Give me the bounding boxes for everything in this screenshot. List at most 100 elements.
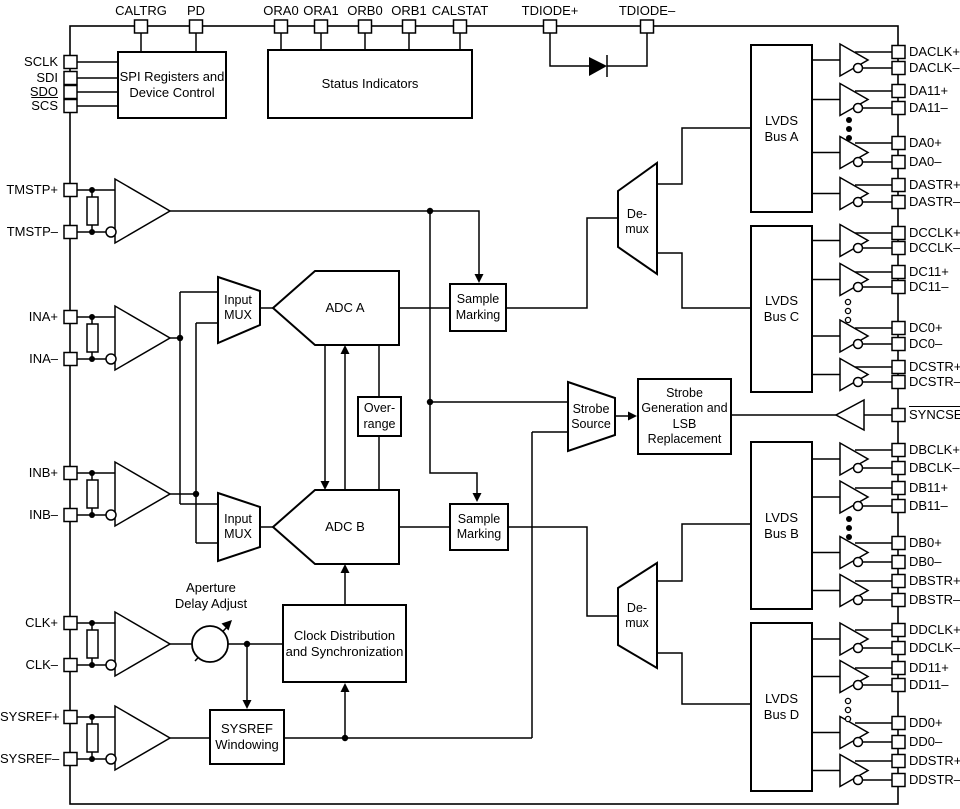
lvds-bus-a-block: LVDS Bus A <box>750 44 813 213</box>
pin-square <box>63 54 78 70</box>
pin-square <box>639 19 655 34</box>
pin-label-syncse: SYNCSE <box>909 407 960 422</box>
inverting-bubble-icon <box>852 196 864 208</box>
pin-label-dcclk-n: DCCLK– <box>909 240 960 255</box>
inverting-bubble-icon <box>105 753 117 765</box>
pin-square <box>891 715 906 731</box>
demux-top-label: De- mux <box>625 206 649 236</box>
clock-distribution-block: Clock Distribution and Synchronization <box>282 604 407 683</box>
pin-label-sysref-n: SYSREF– <box>0 751 60 766</box>
pin-square <box>891 677 906 693</box>
spi-registers-block: SPI Registers and Device Control <box>117 51 227 119</box>
inverting-bubble-icon <box>852 242 864 254</box>
adc-a-shape <box>271 270 400 346</box>
pin-label-daclk-p: DACLK+ <box>909 44 960 59</box>
inverting-bubble-icon <box>105 226 117 238</box>
pin-square <box>63 84 78 100</box>
pin-label-db11-p: DB11+ <box>909 480 949 495</box>
pin-square <box>133 19 149 34</box>
lvds-bus-c-block: LVDS Bus C <box>750 225 813 393</box>
pin-label-sdi: SDI <box>36 70 58 85</box>
pin-square <box>891 83 906 99</box>
pin-square <box>357 19 373 34</box>
pin-square <box>63 507 78 523</box>
inverting-bubble-icon <box>105 353 117 365</box>
pin-label-dcclk-p: DCCLK+ <box>909 225 960 240</box>
inverting-bubble-icon <box>852 102 864 114</box>
over-range-block: Over- range <box>357 396 402 437</box>
pin-label-dastr-p: DASTR+ <box>909 177 960 192</box>
syncse-input-buffer-icon <box>834 398 865 432</box>
pin-label-ddclk-n: DDCLK– <box>909 640 960 655</box>
pin-square <box>273 19 289 34</box>
inverting-bubble-icon <box>852 462 864 474</box>
pin-label-calstat: CALSTAT <box>431 3 489 18</box>
pin-label-dd11-n: DD11– <box>909 677 949 692</box>
pin-square <box>891 535 906 551</box>
pin-square <box>63 351 78 367</box>
strobe-net <box>615 414 892 417</box>
pin-label-ina-p: INA+ <box>28 309 58 324</box>
pin-square <box>891 622 906 638</box>
pin-square <box>63 657 78 673</box>
input-mux-b-label: Input MUX <box>224 511 252 541</box>
pin-label-tmstp-p: TMSTP+ <box>6 182 58 197</box>
sample-marking-b-block: Sample Marking <box>449 503 509 551</box>
inverting-bubble-icon <box>105 509 117 521</box>
pin-square <box>63 70 78 86</box>
inverting-bubble-icon <box>852 376 864 388</box>
inb-net <box>77 322 218 544</box>
inverting-bubble-icon <box>852 338 864 350</box>
termination-resistor-icon <box>86 323 99 353</box>
pin-label-sysref-p: SYSREF+ <box>0 709 60 724</box>
pin-square <box>891 194 906 210</box>
delay-adjust-icon <box>191 620 232 663</box>
pin-square <box>891 480 906 496</box>
pin-square <box>891 554 906 570</box>
pin-label-dc0-p: DC0+ <box>909 320 943 335</box>
pin-label-db0-p: DB0+ <box>909 535 942 550</box>
pin-label-ora1: ORA1 <box>303 3 339 18</box>
pin-square <box>63 182 78 198</box>
termination-resistor-icon <box>86 196 99 226</box>
core-shapes <box>217 161 658 670</box>
pin-label-dc11-p: DC11+ <box>909 264 949 279</box>
demux-top-shape <box>617 161 658 276</box>
pin-square <box>891 100 906 116</box>
pin-square <box>891 336 906 352</box>
ellipsis-dots <box>844 117 852 723</box>
strobe-generation-block: Strobe Generation and LSB Replacement <box>637 378 732 455</box>
pin-square <box>401 19 417 34</box>
pin-label-da0-p: DA0+ <box>909 135 942 150</box>
demux-nets <box>507 127 750 705</box>
pin-label-orb1: ORB1 <box>391 3 427 18</box>
pin-square <box>891 154 906 170</box>
pin-square <box>63 224 78 240</box>
inverting-bubble-icon <box>852 774 864 786</box>
pin-label-db0-n: DB0– <box>909 554 942 569</box>
pin-label-db11-n: DB11– <box>909 498 948 513</box>
termination-resistor-icon <box>86 723 99 753</box>
lvds-bus-b-block: LVDS Bus B <box>750 441 813 610</box>
adc-core-net <box>260 307 449 604</box>
input-buffer-icon <box>114 177 172 245</box>
pin-square <box>63 615 78 631</box>
pin-label-orb0: ORB0 <box>347 3 383 18</box>
pin-square <box>891 442 906 458</box>
pin-square <box>891 460 906 476</box>
output-buffer-icon <box>839 357 870 392</box>
input-buffer-icon <box>114 610 172 678</box>
pin-label-inb-n: INB– <box>29 507 58 522</box>
pin-square <box>63 751 78 767</box>
pin-square <box>891 240 906 256</box>
pin-square <box>542 19 558 34</box>
sysref-windowing-block: SYSREF Windowing <box>209 709 285 765</box>
pin-label-da11-p: DA11+ <box>909 83 949 98</box>
input-mux-a-shape <box>217 275 261 345</box>
pin-label-dcstr-p: DCSTR+ <box>909 359 960 374</box>
output-buffers <box>813 42 892 788</box>
pin-label-daclk-n: DACLK– <box>909 60 960 75</box>
pin-label-tdiode-n: TDIODE– <box>618 3 676 18</box>
